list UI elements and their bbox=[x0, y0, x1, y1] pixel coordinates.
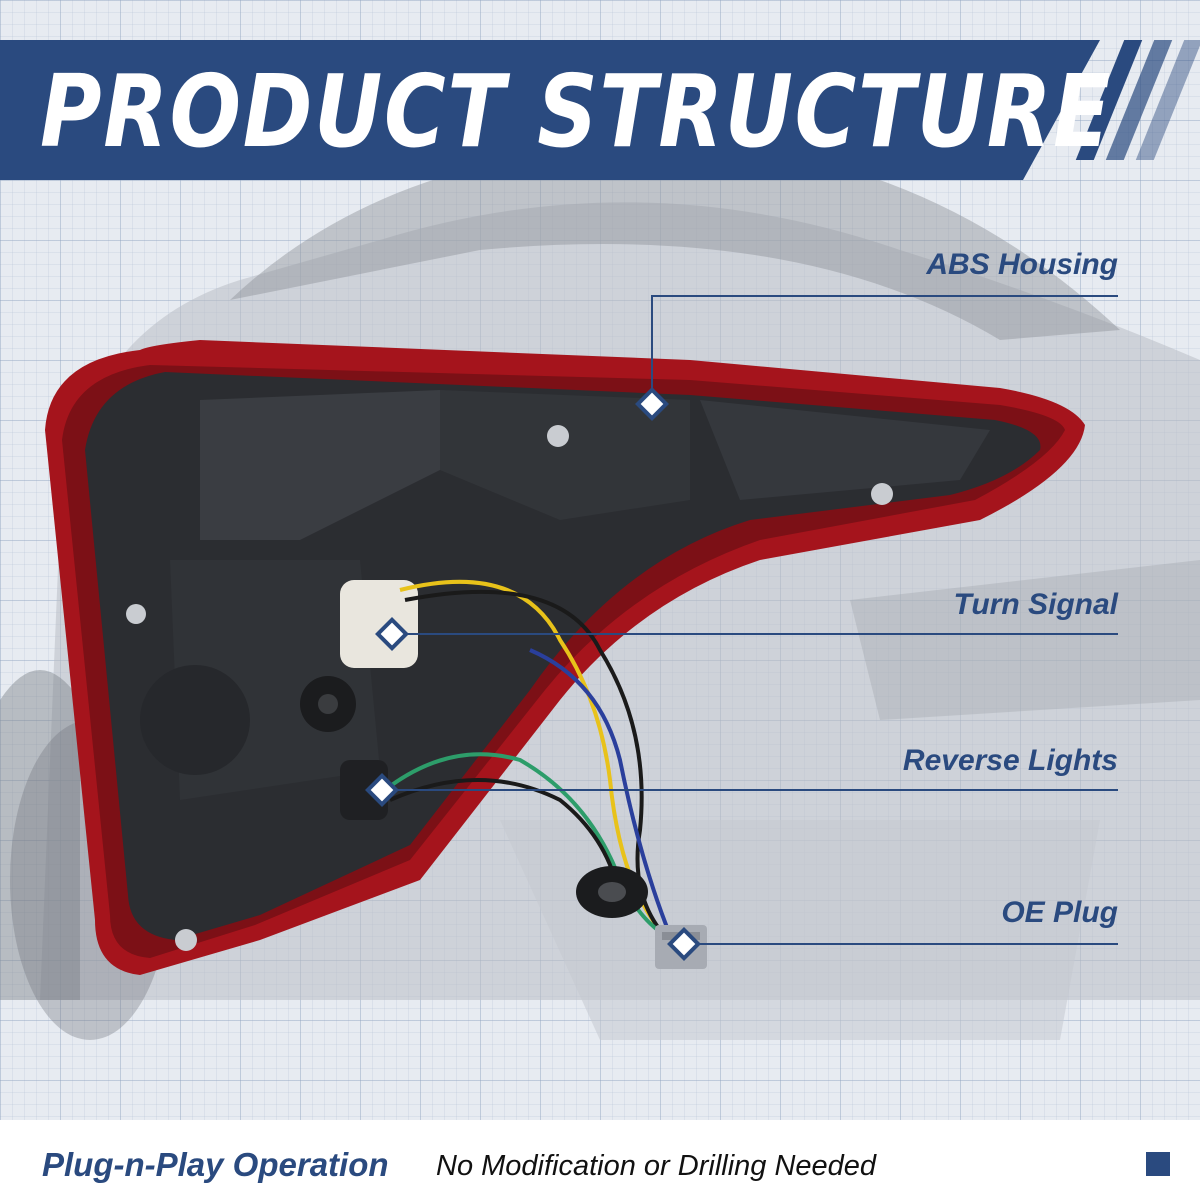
footer-bar bbox=[0, 1120, 1200, 1200]
bolt-left bbox=[126, 604, 146, 624]
abs-housing-leader bbox=[651, 295, 1118, 404]
abs-housing-marker bbox=[635, 387, 669, 421]
reverse-lights-marker bbox=[365, 773, 399, 807]
callout-abs-housing: ABS Housing bbox=[926, 248, 1118, 281]
bolt-bottom bbox=[175, 929, 197, 951]
header-banner bbox=[0, 40, 1100, 180]
callout-oe-plug: OE Plug bbox=[1001, 896, 1118, 929]
bolt-top bbox=[547, 425, 569, 447]
wire-black-2 bbox=[389, 778, 622, 901]
oe-plug-marker bbox=[667, 927, 701, 961]
wire-black-1 bbox=[404, 589, 662, 932]
footer-sub-text: No Modification or Drilling Needed bbox=[436, 1150, 877, 1182]
footer-square-icon bbox=[1146, 1152, 1170, 1176]
footer-main-text: Plug-n-Play Operation bbox=[42, 1146, 389, 1183]
wire-blue bbox=[529, 648, 672, 936]
turn-signal-marker bbox=[375, 617, 409, 651]
turn-signal-socket bbox=[340, 580, 418, 668]
callout-turn-signal: Turn Signal bbox=[953, 588, 1118, 621]
reverse-socket bbox=[340, 760, 388, 820]
bolt-right bbox=[871, 483, 893, 505]
callout-reverse-lights: Reverse Lights bbox=[902, 744, 1118, 777]
